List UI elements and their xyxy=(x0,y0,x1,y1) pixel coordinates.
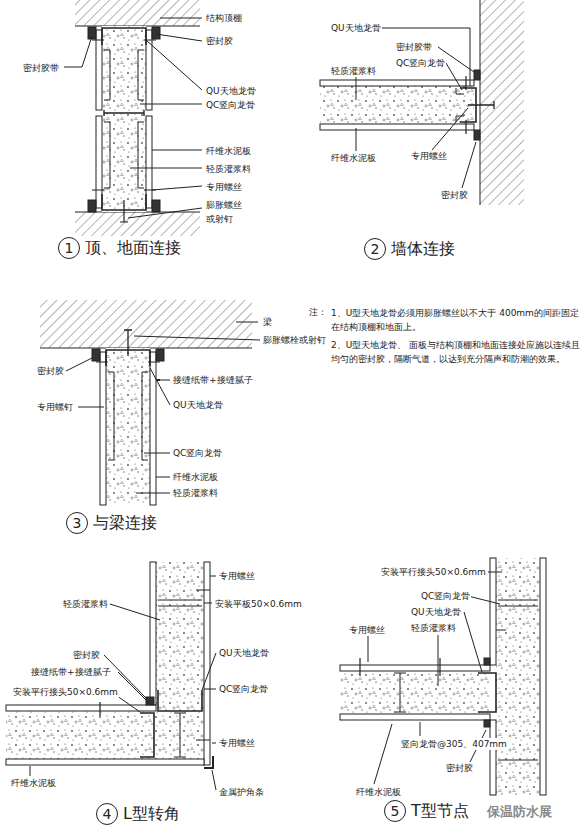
part-label: 纤维水泥板 xyxy=(330,152,377,164)
figure-caption: 1顶、地面连接 xyxy=(58,237,181,259)
part-label: 膨胀螺栓或射钉 xyxy=(262,334,327,346)
figure-caption: 5T型节点 xyxy=(384,800,469,822)
note-text: 注： xyxy=(308,306,328,318)
part-label: 密封胶带 xyxy=(395,41,433,53)
part-label: 金属护角条 xyxy=(218,786,265,798)
part-label: 竖向龙骨@305、407mm xyxy=(400,738,508,750)
part-label: 梁 xyxy=(262,316,273,328)
part-label: 密封胶带 xyxy=(22,62,60,74)
part-label: 接缝纸带+接缝腻子 xyxy=(172,374,254,386)
caption-text: T型节点 xyxy=(411,801,469,822)
callout-number: 5 xyxy=(384,800,406,822)
figure-caption: 4L型转角 xyxy=(96,803,180,825)
caption-text: L型转角 xyxy=(123,804,180,825)
caption-text: 墙体连接 xyxy=(391,239,455,260)
part-label: 轻质灌浆料 xyxy=(410,622,457,634)
note-text: 2、U型天地龙骨、 面板与结构顶棚和地面连接处应施以连续且均匀的密封胶，隔断气道… xyxy=(330,338,584,366)
caption-text: 顶、地面连接 xyxy=(85,238,181,259)
part-label: 专用螺丝 xyxy=(348,624,386,636)
part-label: 轻质灌浆料 xyxy=(205,163,252,175)
figure-caption: 2墙体连接 xyxy=(364,238,455,260)
part-label: 纤维水泥板 xyxy=(172,471,219,483)
part-label: 膨胀螺丝 或射钉 xyxy=(205,198,251,226)
part-label: 专用螺丝 xyxy=(218,570,256,582)
part-label: QC竖向龙骨 xyxy=(218,683,269,695)
callout-number: 2 xyxy=(364,238,386,260)
part-label: QU天地龙骨 xyxy=(410,606,462,618)
part-label: QU天地龙骨 xyxy=(172,399,224,411)
part-label: 轻质灌浆料 xyxy=(330,65,377,77)
part-label: QC竖向龙骨 xyxy=(205,99,256,111)
callout-number: 1 xyxy=(58,237,80,259)
part-label: 接缝纸带+接缝腻子 xyxy=(30,666,112,678)
part-label: 纤维水泥板 xyxy=(205,145,252,157)
part-label: QC竖向龙骨 xyxy=(420,590,471,602)
watermark: 保温防水展 xyxy=(486,806,553,818)
part-label: 专用螺丝 xyxy=(205,181,243,193)
part-label: QC竖向龙骨 xyxy=(172,447,223,459)
part-label: 专用螺丝 xyxy=(410,150,448,162)
note-text: 1、U型天地龙骨必须用膨胀螺丝以不大于 400mm的间距固定在结构顶棚和地面上。 xyxy=(330,306,584,334)
part-label: 密封胶 xyxy=(72,649,101,661)
part-label: 轻质灌浆料 xyxy=(62,598,109,610)
part-label: QC竖向龙骨 xyxy=(395,57,446,69)
part-label: 纤维水泥板 xyxy=(10,777,57,789)
part-label: 密封胶 xyxy=(205,35,234,47)
part-label: 密封胶 xyxy=(445,762,474,774)
part-label: 轻质灌浆料 xyxy=(172,487,219,499)
part-label: QU天地龙骨 xyxy=(330,22,382,34)
callout-number: 3 xyxy=(66,512,88,534)
part-label: 结构顶棚 xyxy=(205,12,243,24)
part-label: QU天地龙骨 xyxy=(205,85,257,97)
part-label: QU天地龙骨 xyxy=(218,647,270,659)
part-label: 密封胶 xyxy=(36,365,65,377)
part-label: 安装平板50×0.6mm xyxy=(214,598,303,610)
part-label: 安装平行接头50×0.6mm xyxy=(12,686,119,698)
part-label: 专用螺钉 xyxy=(36,401,74,413)
figure-caption: 3与梁连接 xyxy=(66,512,157,534)
part-label: 纤维水泥板 xyxy=(355,786,402,798)
callout-number: 4 xyxy=(96,803,118,825)
part-label: 安装平行接头50×0.6mm xyxy=(380,566,487,578)
part-label: 密封胶 xyxy=(440,189,469,201)
part-label: 专用螺丝 xyxy=(218,737,256,749)
caption-text: 与梁连接 xyxy=(93,513,157,534)
